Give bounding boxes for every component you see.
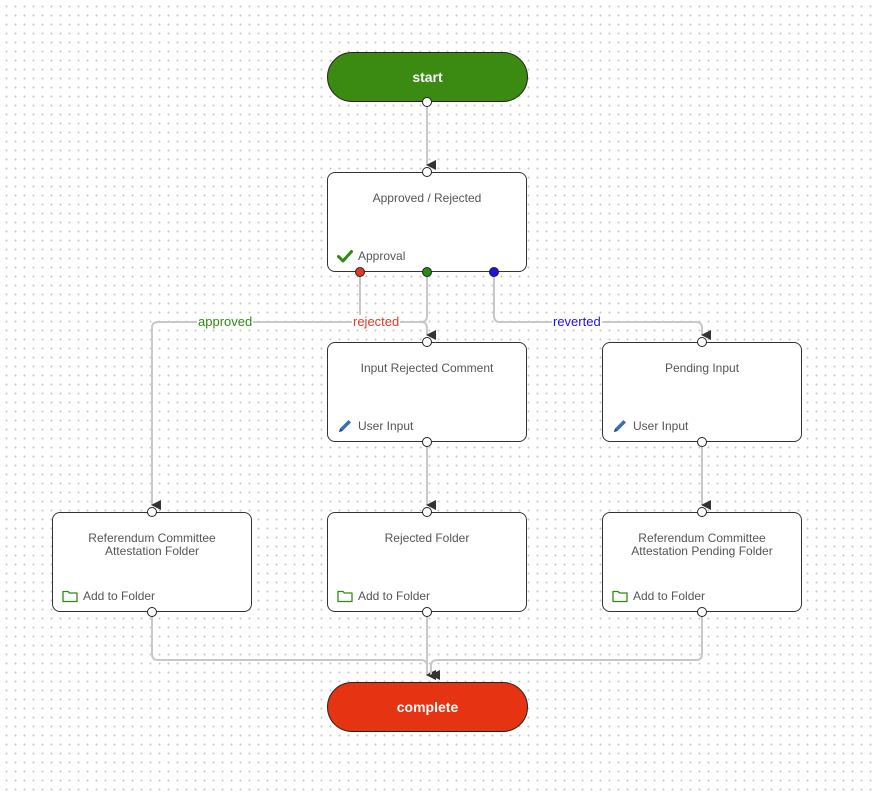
node-type: Add to Folder [612,588,705,604]
node-type: Add to Folder [337,588,430,604]
folder-icon [337,588,353,604]
pencil-icon [337,418,353,434]
folder-icon [612,588,628,604]
edge-label-reverted: reverted [552,314,602,329]
start-output-port[interactable] [422,97,432,107]
pending-folder-output-port[interactable] [697,607,707,617]
connector-attestation-to-complete [151,612,436,680]
node-type: User Input [612,418,688,434]
pending-input-node[interactable]: Pending Input User Input [602,342,802,442]
pending-input-input-port[interactable] [697,337,707,347]
edge-label-rejected: rejected [352,314,401,329]
approval-approved-port[interactable] [422,267,432,277]
rejected-comment-node[interactable]: Input Rejected Comment User Input [327,342,527,442]
node-title: Approved / Rejected [372,191,482,205]
attestation-folder-node[interactable]: Referendum Committee Attestation Folder … [52,512,252,612]
node-title: Input Rejected Comment [360,361,494,375]
complete-label: complete [396,699,459,715]
node-type-label: Add to Folder [83,589,156,603]
node-type: Approval [337,248,405,264]
folder-icon [62,588,78,604]
checkmark-icon [337,248,353,264]
rejected-comment-output-port[interactable] [422,437,432,447]
approval-input-port[interactable] [422,167,432,177]
start-label: start [412,69,443,85]
connector-pending-folder-to-complete [430,612,703,680]
approval-node[interactable]: Approved / Rejected Approval [327,172,527,272]
rejected-folder-output-port[interactable] [422,607,432,617]
node-type-label: User Input [633,419,689,433]
rejected-folder-input-port[interactable] [422,507,432,517]
attestation-folder-output-port[interactable] [147,607,157,617]
node-title: Pending Input [664,361,740,375]
attestation-folder-input-port[interactable] [147,507,157,517]
connector-approved [151,272,428,510]
edge-label-approved: approved [197,314,254,329]
pending-folder-input-port[interactable] [697,507,707,517]
rejected-comment-input-port[interactable] [422,337,432,347]
node-title: Referendum Committee Attestation Folder [88,531,216,558]
node-type-label: Approval [358,249,406,263]
pending-folder-node[interactable]: Referendum Committee Attestation Pending… [602,512,802,612]
complete-node[interactable]: complete [327,682,528,732]
pending-input-output-port[interactable] [697,437,707,447]
approval-reverted-port[interactable] [489,267,499,277]
approval-rejected-port[interactable] [355,267,365,277]
rejected-folder-node[interactable]: Rejected Folder Add to Folder [327,512,527,612]
node-type-label: Add to Folder [358,589,431,603]
node-type-label: User Input [358,419,414,433]
node-title: Rejected Folder [384,531,470,545]
start-node[interactable]: start [327,52,528,102]
node-type: Add to Folder [62,588,155,604]
pencil-icon [612,418,628,434]
node-title: Referendum Committee Attestation Pending… [631,531,773,558]
node-type: User Input [337,418,413,434]
node-type-label: Add to Folder [633,589,706,603]
